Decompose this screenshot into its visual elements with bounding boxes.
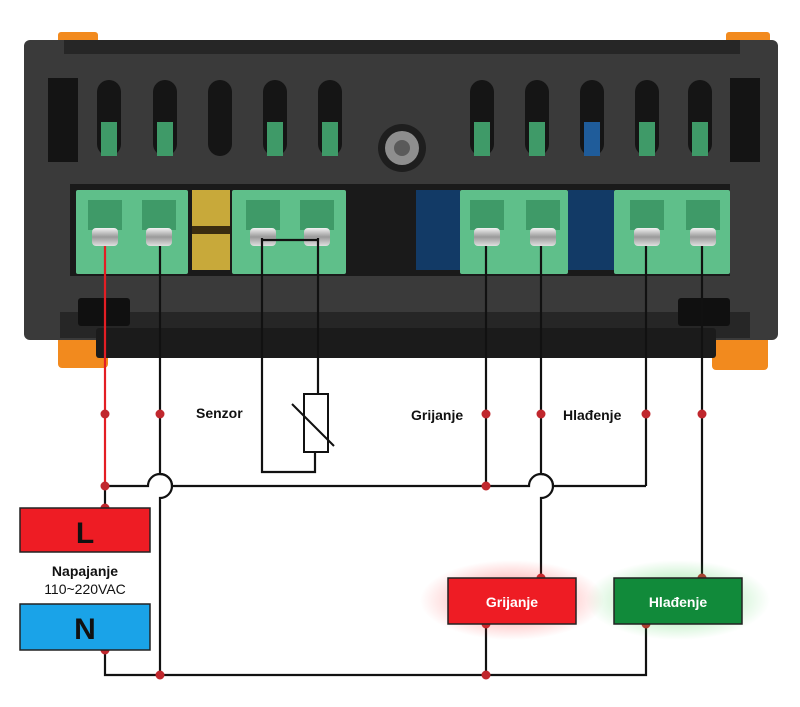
terminal-screw-icon <box>92 228 118 246</box>
junction-node <box>155 409 165 419</box>
junction-node <box>481 409 491 419</box>
block-heater: Grijanje <box>447 577 577 625</box>
block-neutral: N <box>19 603 151 651</box>
terminal-screws <box>88 200 720 246</box>
vent-slot-inner <box>474 122 490 156</box>
label-supply-title: Napajanje <box>52 563 118 579</box>
wire-live-bus <box>105 472 646 488</box>
junction-nodes <box>100 409 707 680</box>
block-line-label: L <box>76 517 94 550</box>
latch-right <box>678 298 730 326</box>
vent-slot-inner <box>639 122 655 156</box>
vent-slot-inner <box>101 122 117 156</box>
terminal-opening <box>246 200 280 230</box>
vent-slot-inner <box>529 122 545 156</box>
label-supply-voltage: 110~220VAC <box>44 581 126 597</box>
junction-node <box>536 409 546 419</box>
label-sensor: Senzor <box>196 405 243 421</box>
terminal-screw-icon <box>690 228 716 246</box>
junction-node <box>100 481 110 491</box>
block-cooler-box <box>613 577 743 625</box>
junction-node <box>697 409 707 419</box>
vent-slot <box>208 80 232 156</box>
junction-node <box>155 670 165 680</box>
housing-top-rail <box>64 40 740 54</box>
terminal-screw-icon <box>530 228 556 246</box>
terminal-screw-icon <box>250 228 276 246</box>
block-heater-label: Grijanje <box>486 594 538 610</box>
thermistor-body <box>303 393 329 453</box>
block-neutral-box <box>19 603 151 651</box>
terminal-opening <box>630 200 664 230</box>
controller-housing <box>24 32 778 370</box>
vent-slot-inner <box>322 122 338 156</box>
vent-slot-inner <box>157 122 173 156</box>
junction-node <box>481 670 491 680</box>
block-cooler: Hlađenje <box>613 577 743 625</box>
side-slot-right <box>730 78 760 162</box>
label-heating: Grijanje <box>411 407 463 423</box>
thermistor-icon <box>291 393 335 453</box>
battery-band <box>192 226 230 234</box>
terminal-screw-icon <box>634 228 660 246</box>
vent-slot-inner <box>584 122 600 156</box>
terminal-opening <box>142 200 176 230</box>
block-heater-box <box>447 577 577 625</box>
junction-node <box>641 409 651 419</box>
terminal-opening <box>88 200 122 230</box>
label-cooling: Hlađenje <box>563 407 622 423</box>
block-neutral-label: N <box>74 613 96 646</box>
housing-bottom-shadow <box>96 328 716 358</box>
thermistor-arrow <box>291 403 335 447</box>
inner-blue-panel <box>416 190 460 270</box>
block-line: L <box>19 507 151 553</box>
vent-slots <box>97 80 712 156</box>
mounting-screw-center <box>394 140 410 156</box>
block-line-box <box>19 507 151 553</box>
terminal-opening <box>686 200 720 230</box>
wire-neutral-drop <box>103 624 648 677</box>
block-cooler-label: Hlađenje <box>649 594 708 610</box>
terminal-screw-icon <box>304 228 330 246</box>
terminal-opening <box>526 200 560 230</box>
wire-sensor-a <box>260 238 317 474</box>
terminal-opening <box>300 200 334 230</box>
terminal-screw-icon <box>474 228 500 246</box>
junction-node <box>100 409 110 419</box>
vent-slot-inner <box>692 122 708 156</box>
side-slot-left <box>48 78 78 162</box>
inner-blue-panel <box>568 190 614 270</box>
vent-slot-inner <box>267 122 283 156</box>
terminal-opening <box>470 200 504 230</box>
junction-node <box>481 481 491 491</box>
terminal-screw-icon <box>146 228 172 246</box>
